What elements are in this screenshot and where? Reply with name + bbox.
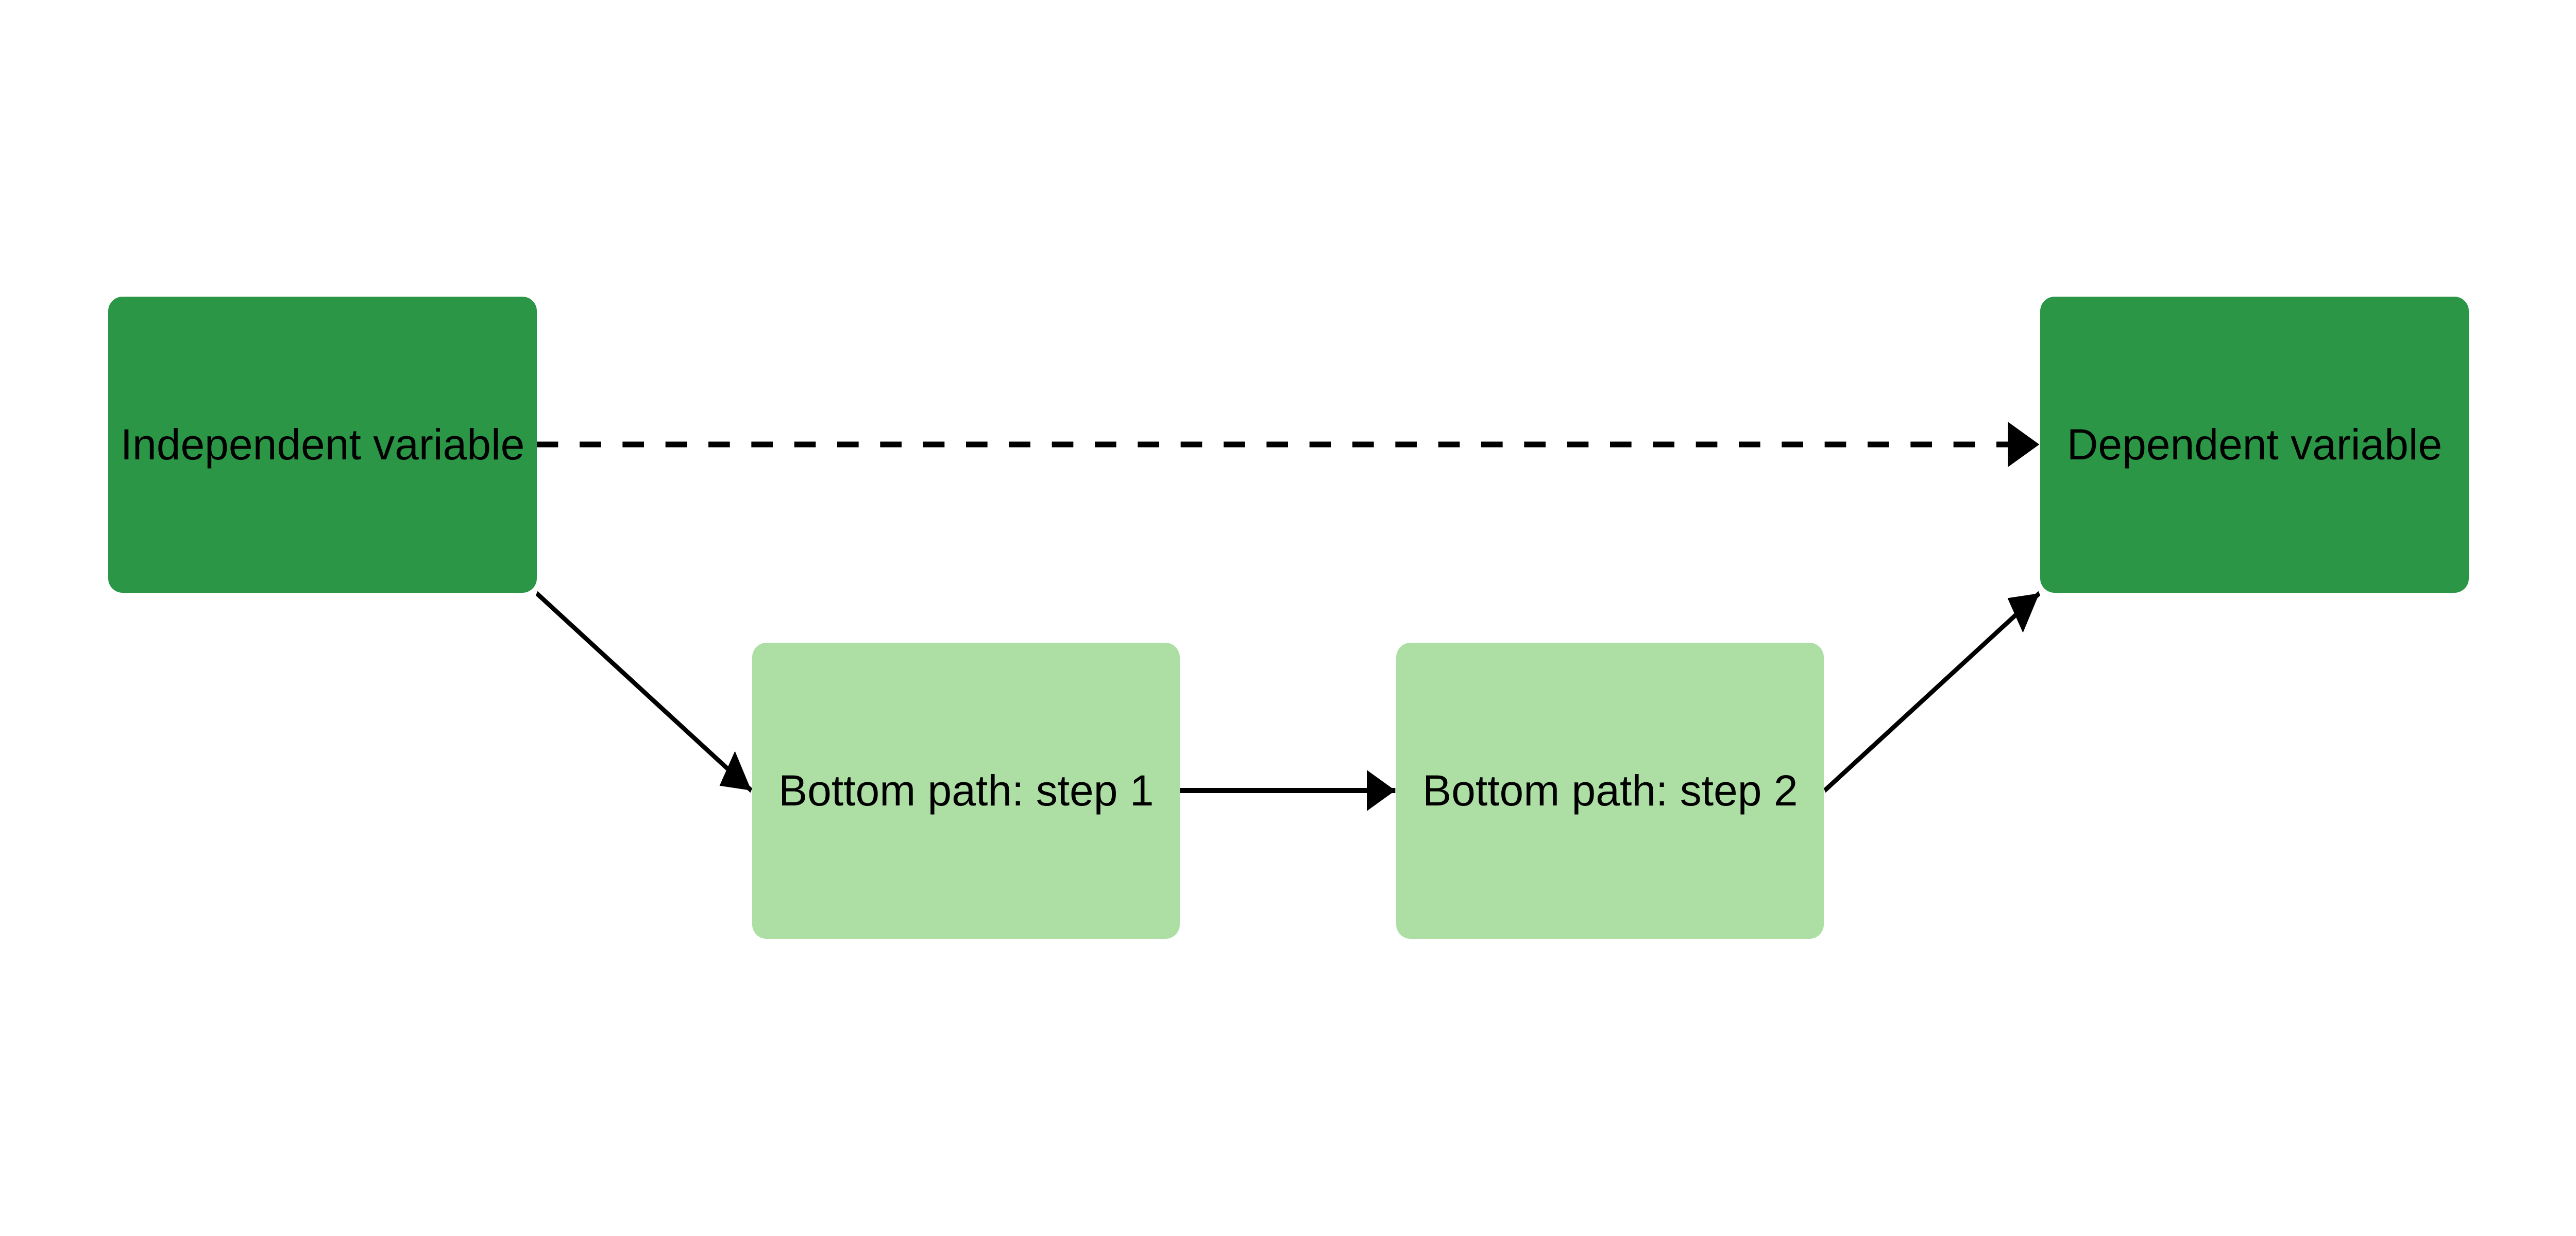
edge-step2-to-dependent (1823, 591, 2041, 793)
node-label: Independent variable (120, 420, 525, 469)
node-dependent-variable: Dependent variable (2040, 297, 2469, 593)
node-label: Dependent variable (2066, 420, 2443, 469)
node-bottom-path-step-2: Bottom path: step 2 (1396, 643, 1824, 939)
node-bottom-path-step-1: Bottom path: step 1 (752, 643, 1180, 939)
node-label: Bottom path: step 2 (1422, 766, 1798, 815)
edge-independent-to-step1 (535, 591, 753, 793)
node-label: Bottom path: step 1 (778, 766, 1154, 815)
node-independent-variable: Independent variable (108, 297, 537, 593)
